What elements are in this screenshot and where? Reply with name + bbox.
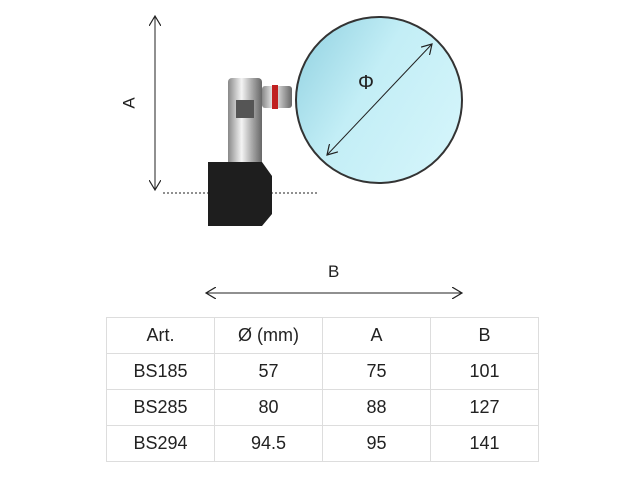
label-a: A — [119, 97, 139, 109]
label-b: B — [328, 262, 340, 281]
header-cell: Art. — [106, 317, 215, 354]
table-cell: BS185 — [106, 353, 215, 390]
stem-window — [236, 100, 254, 118]
header-cell: A — [322, 317, 431, 354]
header-cell: B — [430, 317, 539, 354]
table-cell: 57 — [214, 353, 323, 390]
table-cell: BS285 — [106, 389, 215, 426]
table-cell: 94.5 — [214, 425, 323, 462]
table-cell: 127 — [430, 389, 539, 426]
table-cell: 95 — [322, 425, 431, 462]
header-cell: Ø (mm) — [214, 317, 323, 354]
table-cell: BS294 — [106, 425, 215, 462]
joint-red-ring — [272, 85, 278, 109]
table-row: BS294 94.5 95 141 — [106, 425, 539, 462]
dimensions-table: Art. Ø (mm) A B BS185 57 75 101 BS285 80… — [106, 317, 539, 462]
table-cell: 75 — [322, 353, 431, 390]
table-cell: 141 — [430, 425, 539, 462]
table-row: BS185 57 75 101 — [106, 353, 539, 390]
table-row: BS285 80 88 127 — [106, 389, 539, 426]
bar-end-clamp — [208, 162, 272, 226]
diameter-arrow — [327, 44, 432, 155]
label-diameter: Φ — [358, 72, 374, 94]
mount-stem — [228, 78, 262, 173]
table-cell: 88 — [322, 389, 431, 426]
table-cell: 80 — [214, 389, 323, 426]
table-cell: 101 — [430, 353, 539, 390]
table-header-row: Art. Ø (mm) A B — [106, 317, 539, 354]
